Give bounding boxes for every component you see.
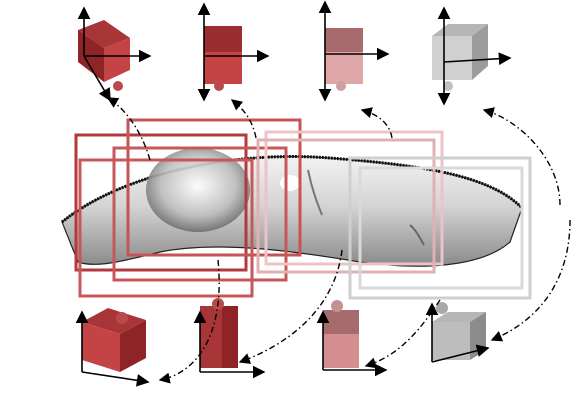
connector-top-1: [106, 97, 151, 161]
bottom-pose-4: [425, 302, 490, 363]
cube-knob: [113, 81, 123, 91]
connector-bottom-4: [490, 219, 571, 342]
axis-right: [81, 371, 150, 387]
cube-knob: [443, 81, 453, 91]
connector-top-2: [230, 99, 257, 139]
surface-highlight: [280, 175, 300, 191]
view-frames: [74, 118, 532, 300]
cube-knob: [116, 312, 128, 324]
surface-dent: [146, 148, 250, 232]
connector-bottom-1: [158, 259, 220, 384]
frame-7: [348, 156, 532, 300]
top-pose-3: [318, 0, 390, 102]
top-pose-1: [77, 6, 152, 102]
frame-3: [78, 158, 254, 298]
cube-side-band: [222, 306, 238, 368]
connector-arrows: [106, 97, 571, 384]
cube-front-face: [432, 322, 470, 360]
cube-knob: [336, 81, 346, 91]
bottom-pose-2: [193, 298, 266, 379]
cube-side-face: [104, 38, 130, 82]
frame-5: [264, 130, 444, 266]
bottom-pose-3: [316, 300, 388, 377]
cube-front-face: [432, 36, 472, 80]
frame-4: [112, 146, 288, 282]
cube-top-band: [204, 26, 242, 52]
surface-top-edge: [61, 155, 524, 224]
surface-body: [61, 155, 523, 267]
frame-1: [74, 133, 248, 272]
frame-8: [358, 166, 524, 290]
axis-right: [431, 344, 490, 363]
top-pose-2: [197, 2, 270, 102]
cube-front-face: [82, 322, 120, 372]
top-pose-4: [432, 6, 512, 106]
cube-knob: [331, 300, 343, 312]
cube-top-face: [82, 308, 146, 334]
cube-top-face: [78, 20, 130, 48]
cube-side-face: [472, 24, 488, 80]
cube-top-band: [323, 310, 359, 334]
cube-top-face: [432, 312, 486, 322]
connector-top-4: [482, 107, 561, 206]
scan-surface: [61, 148, 524, 267]
cube-knob: [436, 302, 448, 314]
frame-2: [126, 118, 302, 257]
cube-side-face: [120, 320, 146, 372]
bottom-pose-1: [75, 308, 150, 387]
surface-crease-2: [409, 224, 425, 246]
connector-bottom-2: [238, 249, 343, 364]
cube-top-face: [432, 24, 488, 36]
connector-bottom-3: [364, 299, 441, 369]
cube-top-band: [325, 28, 363, 52]
axis-diag: [83, 55, 111, 102]
connector-top-3: [360, 107, 393, 139]
surface-crease: [307, 169, 323, 216]
axis-right: [443, 52, 512, 66]
frame-6: [256, 138, 436, 274]
cube-knob: [214, 81, 224, 91]
